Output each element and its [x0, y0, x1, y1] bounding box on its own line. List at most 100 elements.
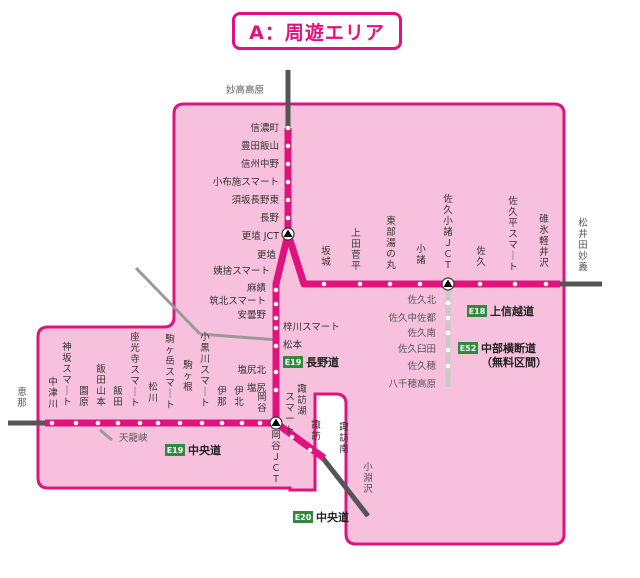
interchange-dot	[285, 197, 291, 203]
e52-interchange-dot	[445, 330, 451, 336]
interchange-dot	[137, 420, 143, 426]
title-box: A：周遊エリア	[232, 12, 402, 50]
interchange-dot	[285, 179, 291, 185]
vlabel-zakouji: 座光寺スマ｜ト	[130, 331, 140, 409]
interchange-dot	[273, 369, 279, 375]
interchange-dot	[357, 281, 363, 287]
vlabel-ena: 恵那	[17, 386, 27, 409]
badge-e20-chuo: E20 中央道	[293, 510, 349, 524]
interchange-dot	[417, 281, 423, 287]
vlabel-iida-yamamoto: 飯田山本	[96, 363, 106, 408]
road-name-e19-nagano: 長野道	[306, 355, 339, 369]
route-nagano-do	[272, 233, 292, 422]
map-title: A：周遊エリア	[249, 21, 385, 44]
label-saku-kita: 佐久北	[407, 294, 436, 306]
interchange-dot	[155, 420, 161, 426]
road-name-e19-chuo: 中央道	[188, 443, 221, 457]
local-road-e	[199, 332, 279, 342]
interchange-dot	[273, 325, 279, 331]
local-road-tenryukyo	[99, 428, 113, 442]
interchange-dot	[387, 281, 393, 287]
interchange-dot	[273, 315, 279, 321]
vlabel-saku-hirase: 佐久平スマ｜ト	[508, 195, 518, 273]
route-joshinetsu-east	[284, 232, 560, 288]
interchange-dot	[199, 420, 205, 426]
vlabel-suwako: 諏訪湖スマート	[285, 383, 307, 436]
vlabel-okaya: 岡谷	[257, 392, 267, 414]
label-shinanomachi: 信濃町	[250, 122, 279, 134]
badge-e20-chuo-code: E20	[295, 513, 312, 522]
label-omi: 麻績	[247, 282, 267, 294]
vlabel-kobayashi: 小黒川スマ｜ト	[200, 332, 210, 409]
vlabel-usui-karuizawa: 碓氷軽井沢	[539, 213, 549, 269]
label-obuse: 小布施スマート	[213, 176, 279, 188]
interchange-dot	[95, 420, 101, 426]
interchange-dot	[177, 420, 183, 426]
label-shinshu-nakano: 信州中野	[241, 158, 280, 170]
vlabel-suwa: 諏訪	[311, 419, 321, 442]
label-saku-usuda: 佐久臼田	[398, 343, 436, 355]
vlabel-tobu-yunomaru: 東部湯の丸	[386, 215, 396, 271]
vlabel-sonohara: 園原	[79, 386, 89, 408]
badge-e52-code: E52	[460, 344, 477, 353]
interchange-dot	[289, 434, 295, 440]
badge-e19-chuo-code: E19	[167, 446, 184, 455]
badge-e19-chuo: E19 中央道	[165, 443, 221, 457]
badge-e19-nagano: E19 長野道	[283, 355, 339, 369]
vlabel-kamisaka: 神坂スマ｜ト	[62, 341, 72, 408]
label-shiojiri-kita: 塩尻北	[237, 364, 266, 376]
vlabel-komoro: 小諸	[416, 244, 426, 266]
label-saku-nakasato: 佐久中佐都	[388, 312, 436, 324]
vertical-labels: 坂城上田菅平東部湯の丸小諸佐久小諸ＪＣＴ佐久佐久平スマ｜ト碓氷軽井沢松井田妙義恵…	[17, 193, 588, 495]
vlabel-okaya-jct: 岡谷ＪＣＴ	[271, 430, 281, 485]
e52-interchange-dot	[445, 363, 451, 369]
badge-e19-nagano-code: E19	[285, 358, 302, 367]
vlabel-matsukawa: 松川	[148, 381, 158, 404]
badge-e52: E52 中部横断道 （無料区間）	[458, 341, 547, 369]
interchange-dot	[219, 420, 225, 426]
road-name-e20-chuo: 中央道	[316, 510, 349, 524]
vlabel-ina: 伊那	[217, 385, 227, 408]
label-koshoku-jct: 更埴 JCT	[242, 230, 279, 242]
interchange-dot	[512, 281, 518, 287]
interchange-dot	[239, 420, 245, 426]
badge-e19-nagano-box	[283, 356, 303, 368]
e52-interchange-dot	[445, 347, 451, 353]
label-chikuhoku: 筑北スマート	[209, 295, 266, 307]
jct-okaya	[269, 416, 283, 430]
road-name-e18: 上信越道	[490, 304, 534, 318]
interchange-dot	[285, 215, 291, 221]
label-azusagawa: 梓川スマート	[283, 321, 340, 333]
interchange-dot	[285, 161, 291, 167]
label-koshoku: 更埴	[257, 249, 277, 261]
label-nagano: 長野	[260, 213, 280, 224]
interchange-dot	[285, 125, 291, 131]
vlabel-iida: 飯田	[113, 385, 123, 408]
e52-interchange-dot	[445, 300, 451, 306]
badge-e18-code: E18	[469, 307, 486, 316]
label-toyota-iiyama: 豊田飯山	[241, 140, 279, 152]
label-tenryukyo: 天龍峡	[119, 432, 148, 444]
interchange-dot	[477, 281, 483, 287]
interchange-dot	[115, 420, 121, 426]
vlabel-ueda: 上田菅平	[351, 228, 361, 272]
label-saku-ho: 佐久穂	[407, 360, 436, 372]
interchange-dot	[73, 420, 79, 426]
interchange-dots	[49, 125, 549, 453]
label-saku-minami: 佐久南	[407, 327, 436, 339]
vlabel-nakatsugawa: 中津川	[48, 376, 58, 410]
road-name-e52: 中部横断道	[481, 341, 536, 355]
label-azumino: 安曇野	[237, 309, 266, 321]
badge-e18: E18 上信越道	[467, 304, 534, 318]
jct-saku-komoro	[441, 277, 455, 291]
label-suzaka: 須坂長野東	[231, 194, 279, 206]
vlabel-saku: 佐久	[476, 245, 486, 268]
interchange-dot	[257, 420, 263, 426]
badge-e18-box	[467, 305, 487, 317]
label-shiojiri: 塩尻	[247, 382, 267, 394]
vlabel-komagane: 駒ヶ根	[183, 359, 193, 393]
interchange-dot	[273, 387, 279, 393]
vlabel-saku-komoro-jct: 佐久小諸ＪＣＴ	[443, 193, 453, 271]
vlabel-ina-kita: 伊北	[234, 385, 244, 408]
